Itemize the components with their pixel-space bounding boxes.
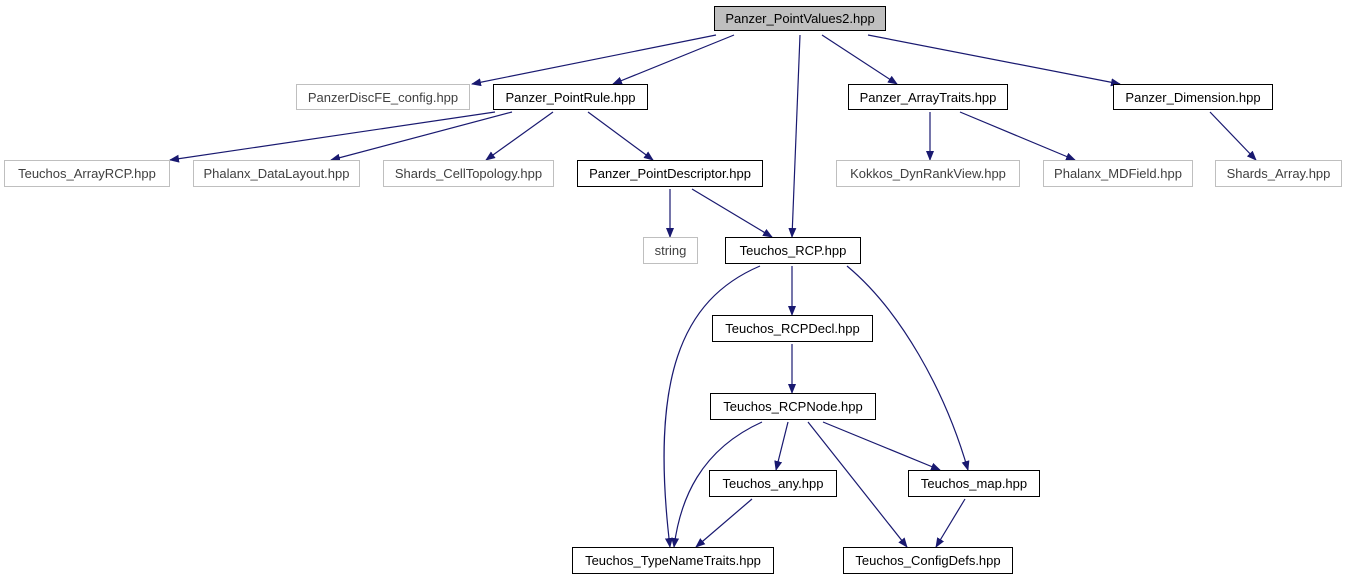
node-panzer-arraytraits[interactable]: Panzer_ArrayTraits.hpp <box>848 84 1008 110</box>
node-teuchos-rcp[interactable]: Teuchos_RCP.hpp <box>725 237 861 264</box>
node-teuchos-map[interactable]: Teuchos_map.hpp <box>908 470 1040 497</box>
edge-rcpnode-to-typenametraits <box>671 421 763 548</box>
edge-map-to-configdefs <box>935 498 966 548</box>
edge-pointrule-to-datalayout <box>330 111 513 162</box>
node-shards-celltopology: Shards_CellTopology.hpp <box>383 160 554 187</box>
node-teuchos-rcpnode[interactable]: Teuchos_RCPNode.hpp <box>710 393 876 420</box>
node-phalanx-mdfield: Phalanx_MDField.hpp <box>1043 160 1193 187</box>
edge-rcpnode-to-any <box>774 421 789 471</box>
node-panzer-pointrule[interactable]: Panzer_PointRule.hpp <box>493 84 648 110</box>
edge-root-to-dimension <box>867 34 1121 87</box>
node-teuchos-typenametraits[interactable]: Teuchos_TypeNameTraits.hpp <box>572 547 774 574</box>
node-panzer-dimension[interactable]: Panzer_Dimension.hpp <box>1113 84 1273 110</box>
node-shards-array: Shards_Array.hpp <box>1215 160 1342 187</box>
edge-any-to-typenametraits <box>695 498 753 548</box>
node-phalanx-datalayout: Phalanx_DataLayout.hpp <box>193 160 360 187</box>
edge-rcpnode-to-configdefs <box>807 421 908 548</box>
edge-dimension-to-shards-array <box>1209 111 1257 161</box>
node-kokkos-dynrankview: Kokkos_DynRankView.hpp <box>836 160 1020 187</box>
node-teuchos-any[interactable]: Teuchos_any.hpp <box>709 470 837 497</box>
node-panzer-pointdescriptor[interactable]: Panzer_PointDescriptor.hpp <box>577 160 763 187</box>
edge-arraytraits-to-mdfield <box>959 111 1076 161</box>
node-panzerdiscfe-config: PanzerDiscFE_config.hpp <box>296 84 470 110</box>
node-teuchos-rcpdecl[interactable]: Teuchos_RCPDecl.hpp <box>712 315 873 342</box>
edge-root-to-discfe-config <box>471 34 717 87</box>
edge-root-to-pointrule <box>612 34 735 85</box>
edge-root-to-teuchos-rcp <box>788 34 801 238</box>
edge-rcp-to-map <box>846 265 970 471</box>
node-panzer-pointvalues2[interactable]: Panzer_PointValues2.hpp <box>714 6 886 31</box>
node-teuchos-arrayrcp: Teuchos_ArrayRCP.hpp <box>4 160 170 187</box>
edge-root-to-arraytraits <box>821 34 898 85</box>
edge-pointdescriptor-to-rcp <box>691 188 773 238</box>
node-teuchos-configdefs[interactable]: Teuchos_ConfigDefs.hpp <box>843 547 1013 574</box>
edge-pointrule-to-pointdescriptor <box>587 111 654 161</box>
edge-rcp-to-typenametraits <box>663 265 761 548</box>
edge-pointrule-to-celltopology <box>485 111 554 161</box>
edge-pointrule-to-arrayrcp <box>169 111 496 163</box>
node-string: string <box>643 237 698 264</box>
edge-rcpnode-to-map <box>822 421 941 471</box>
